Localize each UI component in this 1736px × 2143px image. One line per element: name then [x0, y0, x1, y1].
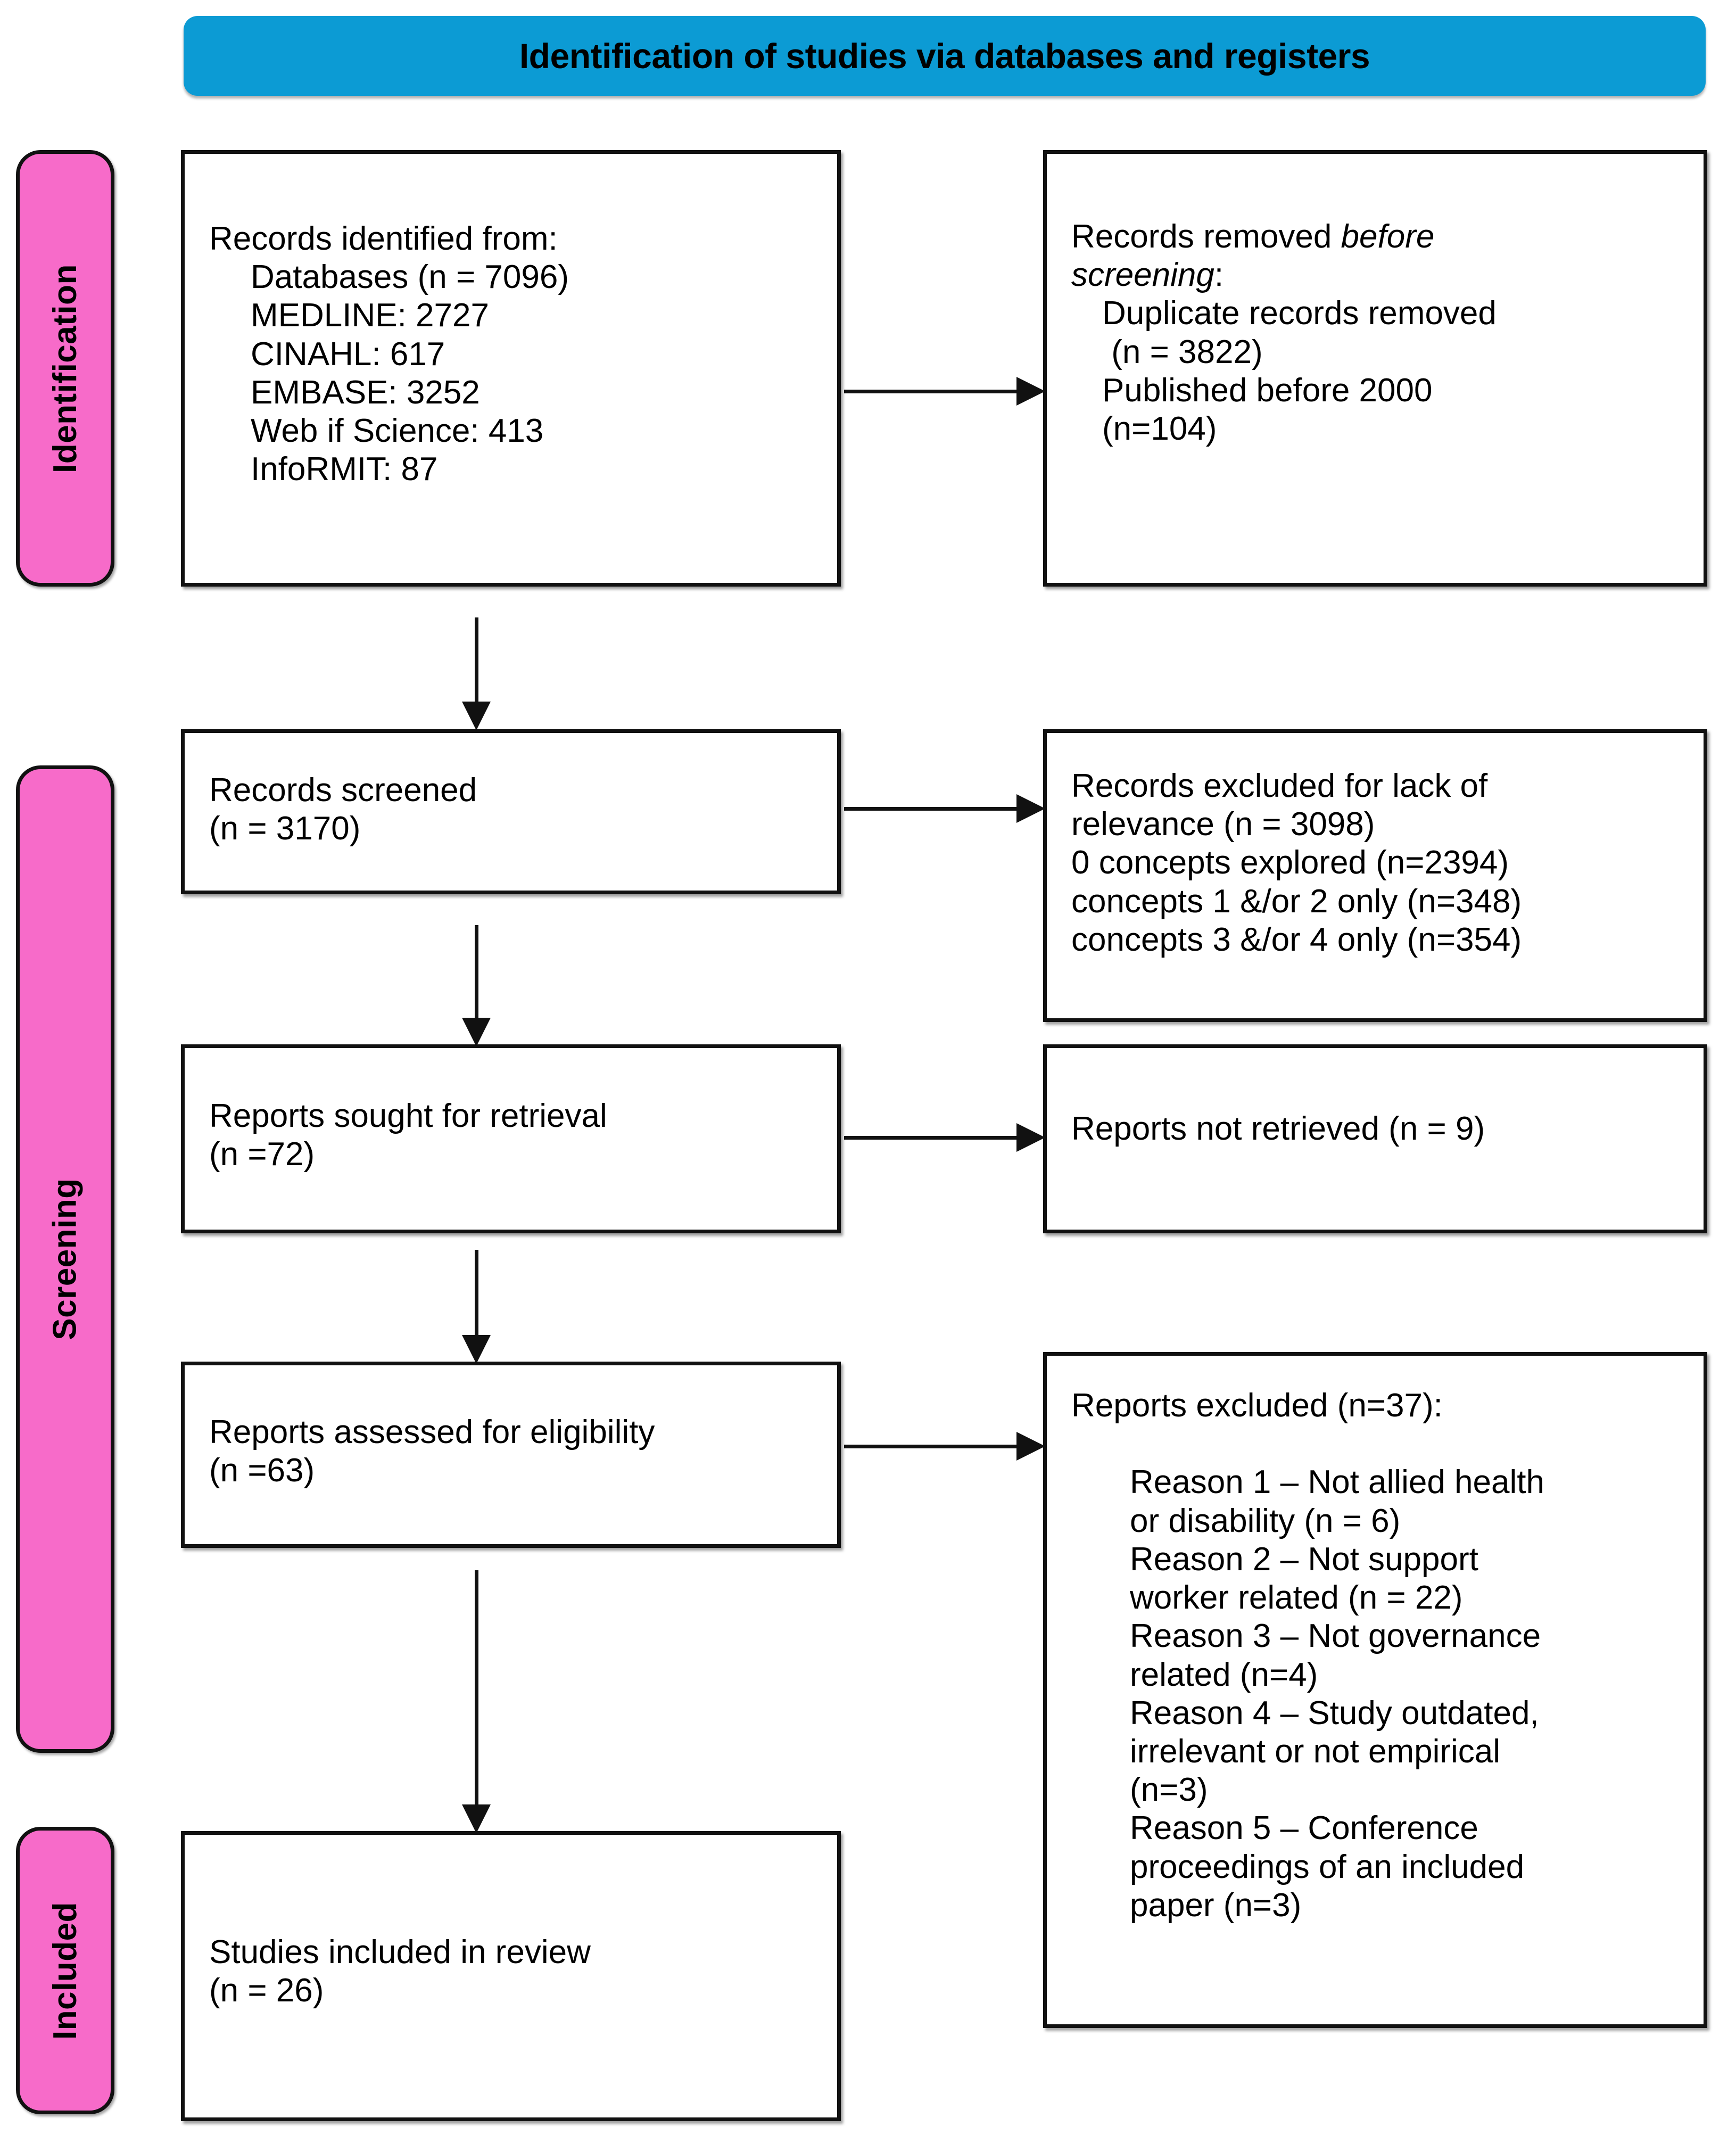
- reports-excluded-reason-4b: irrelevant or not empirical: [1130, 1733, 1501, 1770]
- stage-bar-included: Included: [16, 1827, 114, 2114]
- reports-assessed-line2: (n =63): [209, 1452, 315, 1489]
- records-removed-line-published-before-2000-n: (n=104): [1102, 410, 1217, 448]
- box-reports-assessed: Reports assessed for eligibility (n =63): [181, 1362, 841, 1548]
- reports-sought-line1: Reports sought for retrieval: [209, 1098, 607, 1134]
- excluded-relevance-line4: concepts 1 &/or 2 only (n=348): [1071, 883, 1522, 920]
- box-reports-excluded-text: Reports excluded (n=37): Reason 1 – Not …: [1071, 1387, 1693, 1925]
- arrow-head-down-icon: [462, 702, 491, 730]
- records-removed-heading-line2: screening:: [1071, 256, 1693, 294]
- box-reports-excluded: Reports excluded (n=37): Reason 1 – Not …: [1043, 1352, 1707, 2028]
- arrow-shaft: [844, 390, 1020, 393]
- reports-excluded-reason-3b: related (n=4): [1130, 1656, 1318, 1693]
- box-records-identified: Records identified from: Databases (n = …: [181, 150, 841, 587]
- reports-excluded-heading: Reports excluded (n=37):: [1071, 1387, 1443, 1424]
- box-reports-sought: Reports sought for retrieval (n =72): [181, 1044, 841, 1233]
- reports-sought-line2: (n =72): [209, 1136, 315, 1173]
- box-reports-not-retrieved: Reports not retrieved (n = 9): [1043, 1044, 1707, 1233]
- reports-excluded-reason-5c: paper (n=3): [1130, 1886, 1302, 1924]
- reports-excluded-reason-1b: or disability (n = 6): [1130, 1502, 1401, 1539]
- reports-excluded-reason-1a: Reason 1 – Not allied health: [1130, 1464, 1544, 1501]
- diagram-header-banner: Identification of studies via databases …: [184, 16, 1706, 96]
- arrow-sought-to-assessed: [462, 1250, 491, 1364]
- arrow-identified-to-removed: [844, 377, 1045, 406]
- reports-excluded-reason-4c: (n=3): [1130, 1771, 1208, 1809]
- reports-excluded-reason-2b: worker related (n = 22): [1130, 1579, 1463, 1617]
- records-identified-line-web-of-science: Web if Science: 413: [251, 413, 544, 450]
- box-records-removed-text: Records removed before screening: Duplic…: [1071, 218, 1693, 448]
- reports-assessed-line1: Reports assessed for eligibility: [209, 1414, 655, 1450]
- reports-excluded-reason-3a: Reason 3 – Not governance: [1130, 1618, 1541, 1655]
- box-records-excluded-relevance: Records excluded for lack of relevance (…: [1043, 729, 1707, 1022]
- excluded-relevance-line5: concepts 3 &/or 4 only (n=354): [1071, 921, 1522, 958]
- box-studies-included: Studies included in review (n = 26): [181, 1831, 841, 2121]
- stage-label-identification: Identification: [47, 263, 84, 473]
- records-screened-line2: (n = 3170): [209, 810, 361, 847]
- records-identified-line-embase: EMBASE: 3252: [251, 374, 480, 411]
- records-identified-heading: Records identified from:: [209, 220, 558, 257]
- arrow-shaft: [475, 617, 478, 702]
- arrow-head-down-icon: [462, 1335, 491, 1364]
- stage-bar-screening: Screening: [16, 765, 114, 1753]
- records-identified-line-informit: InfoRMIT: 87: [251, 451, 438, 488]
- box-studies-included-text: Studies included in review (n = 26): [209, 1933, 826, 2010]
- box-reports-not-retrieved-text: Reports not retrieved (n = 9): [1071, 1110, 1693, 1148]
- arrow-head-right-icon: [1016, 377, 1045, 406]
- excluded-relevance-line1: Records excluded for lack of: [1071, 768, 1488, 804]
- box-records-screened: Records screened (n = 3170): [181, 729, 841, 894]
- reports-not-retrieved-line1: Reports not retrieved (n = 9): [1071, 1110, 1485, 1147]
- reports-excluded-spacer: [1071, 1425, 1693, 1463]
- arrow-shaft: [844, 1445, 1020, 1448]
- records-removed-line-published-before-2000: Published before 2000: [1102, 372, 1433, 409]
- records-removed-heading-italic: before: [1341, 218, 1435, 255]
- stage-label-included: Included: [47, 1901, 84, 2040]
- box-records-removed: Records removed before screening: Duplic…: [1043, 150, 1707, 587]
- arrow-screened-to-sought: [462, 925, 491, 1046]
- box-records-identified-text: Records identified from: Databases (n = …: [209, 220, 826, 489]
- arrow-head-down-icon: [462, 1018, 491, 1046]
- box-records-screened-text: Records screened (n = 3170): [209, 771, 826, 848]
- records-removed-heading-italic2: screening: [1071, 257, 1214, 294]
- arrow-shaft: [844, 1136, 1020, 1140]
- records-screened-line1: Records screened: [209, 772, 477, 809]
- arrow-sought-to-not-retrieved: [844, 1123, 1045, 1152]
- reports-excluded-reason-5a: Reason 5 – Conference: [1130, 1810, 1478, 1847]
- reports-excluded-reason-4a: Reason 4 – Study outdated,: [1130, 1694, 1539, 1732]
- records-removed-heading-post: :: [1214, 257, 1224, 294]
- box-reports-sought-text: Reports sought for retrieval (n =72): [209, 1097, 826, 1174]
- stage-label-screening: Screening: [47, 1178, 84, 1340]
- arrow-shaft: [475, 925, 478, 1018]
- excluded-relevance-line3: 0 concepts explored (n=2394): [1071, 844, 1509, 881]
- reports-excluded-reason-2a: Reason 2 – Not support: [1130, 1540, 1478, 1578]
- arrow-shaft: [844, 807, 1020, 811]
- arrow-head-right-icon: [1016, 1432, 1045, 1461]
- excluded-relevance-line2: relevance (n = 3098): [1071, 806, 1375, 843]
- arrow-assessed-to-excluded-reports: [844, 1432, 1045, 1461]
- records-removed-heading-pre: Records removed: [1071, 218, 1341, 255]
- records-identified-line-medline: MEDLINE: 2727: [251, 297, 489, 334]
- arrow-head-right-icon: [1016, 1123, 1045, 1152]
- records-removed-line-duplicates-n: (n = 3822): [1102, 333, 1263, 370]
- studies-included-line1: Studies included in review: [209, 1934, 591, 1971]
- reports-excluded-reason-5b: proceedings of an included: [1130, 1848, 1525, 1885]
- stage-bar-identification: Identification: [16, 150, 114, 587]
- records-identified-line-cinahl: CINAHL: 617: [251, 335, 445, 373]
- box-reports-assessed-text: Reports assessed for eligibility (n =63): [209, 1413, 826, 1490]
- arrow-head-down-icon: [462, 1804, 491, 1833]
- arrow-screened-to-excluded-relevance: [844, 794, 1045, 823]
- studies-included-line2: (n = 26): [209, 1972, 324, 2009]
- arrow-shaft: [475, 1250, 478, 1335]
- arrow-assessed-to-included: [462, 1570, 491, 1833]
- arrow-head-right-icon: [1016, 794, 1045, 823]
- box-records-excluded-relevance-text: Records excluded for lack of relevance (…: [1071, 767, 1693, 959]
- banner-title: Identification of studies via databases …: [519, 36, 1370, 76]
- records-removed-line-duplicates: Duplicate records removed: [1102, 295, 1497, 332]
- arrow-identified-to-screened: [462, 617, 491, 730]
- records-removed-heading-line1: Records removed before: [1071, 218, 1693, 256]
- records-identified-line-databases: Databases (n = 7096): [251, 259, 569, 296]
- arrow-shaft: [475, 1570, 478, 1804]
